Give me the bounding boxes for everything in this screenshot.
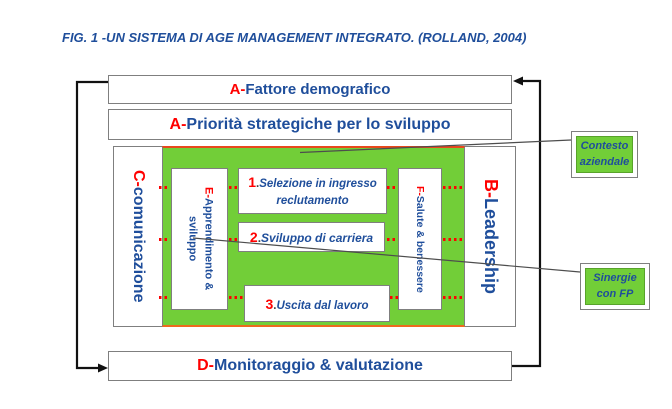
box-contesto-aziendale: Contesto aziendale bbox=[571, 131, 638, 178]
box-label: Leadership bbox=[481, 197, 501, 295]
dotted-connector bbox=[159, 296, 170, 299]
dotted-connector bbox=[229, 238, 238, 241]
box-label: Fattore demografico bbox=[245, 81, 391, 98]
step-label: Selezione in ingresso reclutamento bbox=[259, 177, 377, 207]
step-number: 1 bbox=[248, 173, 256, 190]
box-apprendimento-sviluppo: E-Apprendimento & sviluppo bbox=[171, 168, 228, 310]
figure-title: FIG. 1 -UN SISTEMA DI AGE MANAGEMENT INT… bbox=[62, 30, 527, 45]
dotted-connector bbox=[387, 186, 398, 189]
step-label: Uscita dal lavoro bbox=[276, 299, 369, 312]
box-prefix: C- bbox=[130, 170, 147, 188]
dotted-connector bbox=[229, 186, 238, 189]
box-prefix: A- bbox=[229, 81, 246, 98]
step-label: Sviluppo di carriera bbox=[261, 231, 374, 245]
dotted-connector bbox=[229, 296, 243, 299]
box-label: Apprendimento & sviluppo bbox=[186, 198, 215, 291]
box-prefix: D- bbox=[197, 357, 214, 374]
label-comunicazione: C-comunicazione bbox=[114, 148, 162, 325]
box-salute-benessere: F-Salute & benessere bbox=[398, 168, 442, 310]
box-priorita-strategiche: A-Priorità strategiche per lo sviluppo bbox=[108, 109, 512, 140]
dotted-connector bbox=[443, 238, 464, 241]
feedback-loop-right bbox=[512, 79, 542, 368]
box-sinergie-fp: Sinergie con FP bbox=[580, 263, 650, 310]
box-prefix: E- bbox=[202, 187, 215, 199]
box-label: Monitoraggio & valutazione bbox=[214, 357, 423, 374]
box-monitoraggio-valutazione: D-Monitoraggio & valutazione bbox=[108, 351, 512, 381]
step-number: 2 bbox=[249, 229, 258, 245]
arrowhead-left-icon bbox=[513, 76, 523, 86]
dotted-connector bbox=[159, 186, 170, 189]
box-label: Sinergie con FP bbox=[585, 268, 645, 305]
arrowhead-right-icon bbox=[98, 363, 108, 373]
label-leadership: B-Leadership bbox=[466, 148, 515, 325]
box-prefix: A- bbox=[169, 115, 187, 133]
box-label: comunicazione bbox=[130, 187, 147, 303]
box-fattore-demografico: A-Fattore demografico bbox=[108, 75, 512, 104]
box-label: Contesto aziendale bbox=[576, 136, 633, 173]
step-number: 3 bbox=[265, 295, 274, 312]
dotted-connector bbox=[443, 296, 464, 299]
box-prefix: F- bbox=[414, 185, 426, 196]
box-step-2-sviluppo-carriera: 2.Sviluppo di carriera bbox=[238, 222, 385, 252]
dotted-connector bbox=[390, 296, 398, 299]
feedback-loop-left bbox=[75, 80, 108, 370]
dotted-connector bbox=[443, 186, 464, 189]
box-label: Priorità strategiche per lo sviluppo bbox=[186, 115, 451, 133]
box-prefix: B- bbox=[481, 178, 501, 198]
box-label: Salute & benessere bbox=[414, 195, 426, 293]
box-step-1-selezione: 1.Selezione in ingresso reclutamento bbox=[238, 168, 387, 214]
dotted-connector bbox=[387, 238, 398, 241]
dotted-connector bbox=[159, 238, 170, 241]
box-step-3-uscita-lavoro: 3.Uscita dal lavoro bbox=[244, 285, 390, 322]
